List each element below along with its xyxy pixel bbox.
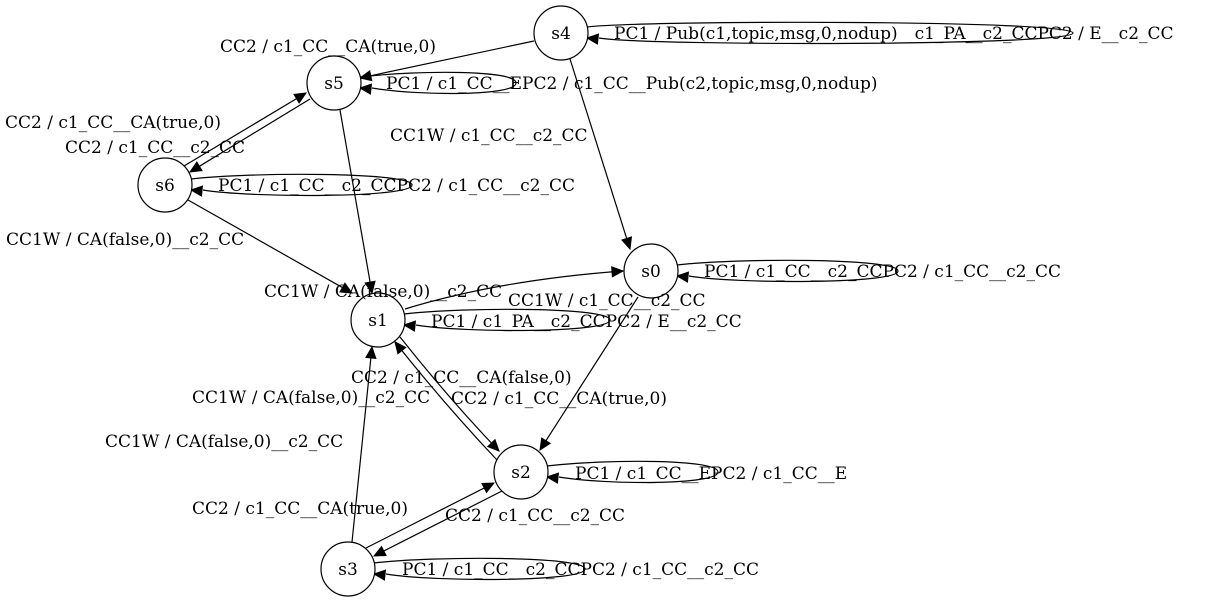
transition-s5-s1-label: CC1W / CA(false,0)__c2_CC [264,282,502,302]
transition-s1-s0-arrow [404,270,624,310]
states-layer: s0 s1 s2 s3 s4 s5 s6 [137,5,679,597]
transition-s6-s5-label: CC2 / c1_CC__CA(true,0) [5,113,221,133]
state-circle-s5 [306,55,362,111]
transition-s6-s1-arrow [187,199,344,289]
transition-s2-loop-label: PC1 / c1_CC__EPC2 / c1_CC__E [575,464,847,484]
transition-s6-s5-arrowhead [293,92,308,104]
transition-s5-s6-arrow [198,98,311,168]
transition-s3-s1-label: CC1W / CA(false,0)__c2_CC [105,432,343,452]
transition-s2-s3-label: CC2 / c1_CC__c2_CC [445,506,625,526]
transition-s3-loop-label: PC1 / c1_CC__c2_CCPC2 / c1_CC__c2_CC [402,560,759,580]
transition-s0-s2-label: CC2 / c1_CC__CA(true,0) [451,389,667,409]
state-node-s6: s6 [137,157,193,213]
transition-s5-s1-arrowhead [364,280,376,295]
transition-s1-loop-label: PC1 / c1_PA__c2_CCPC2 / E__c2_CC [431,312,742,332]
state-circle-s2 [493,444,549,500]
transition-s5-loop-label: PC1 / c1_CC__EPC2 / c1_CC__Pub(c2,topic,… [386,74,878,94]
state-label-s4: s4 [551,24,571,44]
state-circle-s0 [623,243,679,299]
transitions-layer [183,21,1074,581]
transition-s2-s1-label: CC1W / CA(false,0)__c2_CC [192,388,430,408]
state-circle-s3 [320,541,376,597]
transition-s3-s2-label: CC2 / c1_CC__CA(true,0) [192,499,408,519]
transition-s4-s0-label: CC1W / c1_CC__c2_CC [390,126,588,146]
state-label-s5: s5 [324,74,344,94]
transition-s1-s2-label: CC2 / c1_CC__CA(false,0) [351,368,572,388]
transition-s2-loop-arrow [546,460,719,484]
transition-s4-s0-arrowhead [621,236,633,251]
transition-s1-s0-label: CC1W / c1_CC__c2_CC [508,291,706,311]
state-node-s5: s5 [306,55,362,111]
transition-labels-layer: CC2 / c1_CC__CA(true,0) CC1W / c1_CC__c2_… [5,24,1174,580]
transition-s0-s2-arrowhead [539,437,552,452]
transition-s5-loop-arrow [359,71,517,95]
state-label-s2: s2 [511,463,531,483]
transition-s2-s3-arrowhead [372,545,387,557]
state-circle-s4 [533,5,589,61]
transition-s3-s2-arrowhead [481,482,496,494]
transition-s3-s1-arrow [351,356,372,543]
transition-s4-s0-arrow [569,58,628,240]
transition-s6-s1-label: CC1W / CA(false,0)__c2_CC [6,230,244,250]
transition-s5-loop-arrowhead [358,83,373,95]
transition-s3-loop-arrow [373,557,586,581]
transition-s4-loop-label: PC1 / Pub(c1,topic,msg,0,nodup)__c1_PA__… [614,24,1174,44]
state-label-s1: s1 [368,311,388,331]
transition-s0-s2-arrow [544,296,639,442]
state-node-s4: s4 [533,5,589,61]
transition-s1-loop-arrow [403,308,611,332]
transition-s6-s1-arrowhead [339,282,354,294]
transition-s4-loop-arrowhead [585,33,600,45]
transition-s5-s6-arrowhead [188,161,203,173]
transition-s0-loop-arrow [676,259,899,283]
transition-s6-s5-arrow [183,97,298,167]
transition-s6-loop-label: PC1 / c1_CC__c2_CCPC2 / c1_CC__c2_CC [218,176,575,196]
transition-s5-s6-label: CC2 / c1_CC__c2_CC [65,138,245,158]
transition-s5-s1-arrow [339,109,371,284]
transition-s2-s1-arrow [394,341,498,461]
transition-s3-loop-arrowhead [372,569,387,581]
state-circle-s1 [350,292,406,348]
state-label-s0: s0 [641,262,661,282]
transition-s4-s5-label: CC2 / c1_CC__CA(true,0) [220,37,436,57]
transition-s1-s2-arrowhead [486,438,500,452]
state-label-s6: s6 [155,176,175,196]
state-node-s1: s1 [350,292,406,348]
transition-s1-s0-arrowhead [611,266,625,278]
transition-s6-loop-arrow [190,173,413,197]
transition-s3-s1-arrowhead [365,345,377,360]
transition-s0-loop-label: PC1 / c1_CC__c2_CCPC2 / c1_CC__c2_CC [704,262,1061,282]
transition-s4-loop-arrow [586,21,1074,45]
state-node-s2: s2 [493,444,549,500]
transition-s2-s3-arrow [382,490,503,553]
state-node-s3: s3 [320,541,376,597]
transition-s3-s2-arrow [365,486,486,549]
transition-s1-s2-arrow [399,336,500,452]
transition-s4-s5-arrow [369,40,535,77]
transition-s1-loop-arrowhead [402,320,417,332]
transition-s0-loop-arrowhead [675,271,690,283]
state-node-s0: s0 [623,243,679,299]
transition-s2-loop-arrowhead [545,472,560,484]
state-circle-s6 [137,157,193,213]
state-label-s3: s3 [338,560,358,580]
transition-s6-loop-arrowhead [189,185,204,197]
transition-s2-s1-arrowhead [394,341,407,355]
